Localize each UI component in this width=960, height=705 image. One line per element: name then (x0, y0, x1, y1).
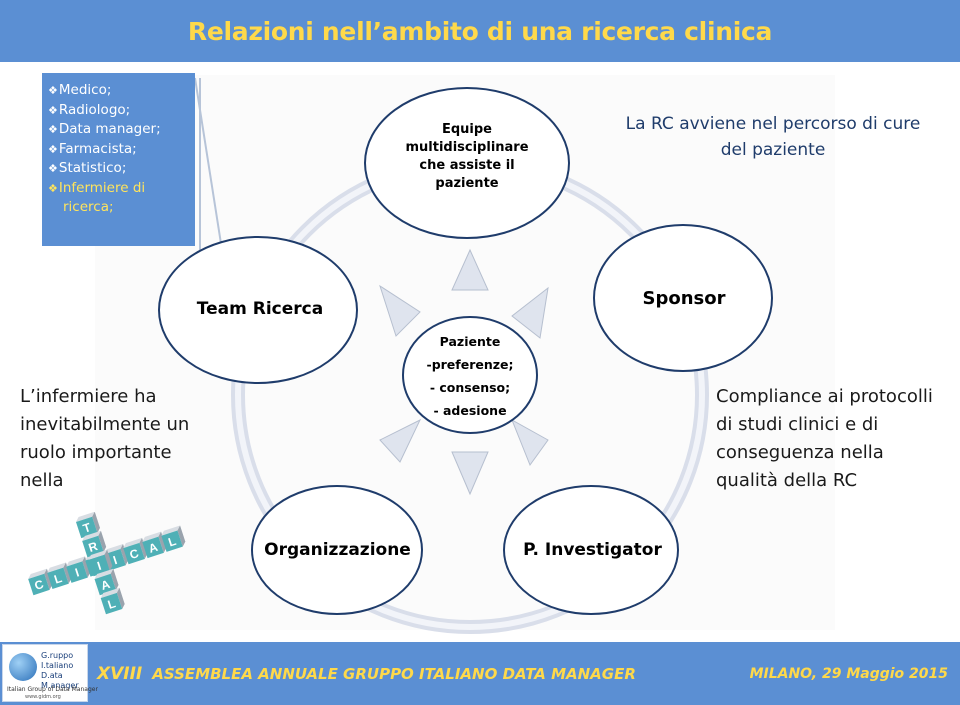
gidm-logo: G.ruppo I.taliano D.ata M.anager Italian… (2, 644, 98, 702)
logo-line: I.taliano (41, 661, 74, 670)
equipe-label-line: paziente (435, 176, 499, 191)
sponsor-label: Sponsor (642, 288, 726, 309)
footer-bar: G.ruppo I.taliano D.ata M.anager Italian… (0, 642, 960, 705)
event-place-date: MILANO, 29 Maggio 2015 (749, 666, 948, 682)
organizzazione-label: Organizzazione (264, 540, 411, 560)
letter-cube: L (47, 562, 72, 590)
equipe-label-line: Equipe (441, 122, 493, 137)
note-line: L’infermiere ha (20, 386, 157, 407)
note-line: La RC avviene nel percorso di cure (625, 114, 921, 134)
trial-letter: I (95, 559, 103, 573)
investigator-label: P. Investigator (523, 540, 662, 560)
node-paziente (402, 316, 538, 434)
letter-cube: L (161, 525, 186, 552)
clinical-letter: I (111, 553, 119, 567)
role-item: Medico; (48, 81, 189, 101)
role-item: Radiologo; (48, 101, 189, 121)
top-right-note: La RC avviene nel percorso di cure del p… (598, 111, 948, 163)
arrow-triangle-bottom (451, 451, 489, 496)
clinical-letter: I (73, 565, 81, 579)
paziente-label-line: Paziente (439, 334, 501, 349)
logo-line: D.ata (41, 671, 63, 680)
trial-letter: T (81, 520, 93, 536)
letter-cube: I (66, 556, 91, 583)
event-title: XVIII ASSEMBLEA ANNUALE GRUPPO ITALIANO D… (97, 664, 636, 684)
note-line: ruolo importante (20, 442, 172, 463)
arrow-triangle-upper-left (379, 284, 421, 337)
node-investigator (503, 485, 679, 615)
arrow-triangle-lower-right (511, 418, 549, 467)
team-ricerca-label: Team Ricerca (196, 299, 324, 319)
role-highlight-line2: ricerca; (63, 199, 114, 215)
paziente-label-line: -preferenze; (426, 357, 514, 372)
paziente-label-line: - adesione (433, 403, 507, 418)
role-highlight-line1: Infermiere di (58, 179, 146, 196)
arrow-triangle-upper-right (511, 286, 549, 339)
arrow-triangle-lower-left (379, 418, 422, 463)
note-line: del paziente (720, 140, 826, 160)
event-number: XVIII (97, 664, 143, 684)
logo-lines: G.ruppo I.taliano D.ata M.anager (41, 651, 79, 691)
node-equipe (364, 87, 570, 239)
role-item: Statistico; (48, 159, 189, 179)
clinical-letter: L (52, 571, 63, 587)
logo-line: G.ruppo (41, 651, 74, 660)
role-item: Data manager; (48, 120, 189, 140)
note-line: Compliance ai protocolli (716, 386, 933, 407)
logo-subtitle: Italian Group of Data Manager (7, 686, 98, 693)
paziente-label-line: - consenso; (429, 380, 511, 395)
note-line: qualità della RC (716, 470, 858, 491)
letter-cube: I (88, 549, 113, 577)
arrow-triangle-top (451, 248, 489, 291)
left-note: L’infermiere ha inevitabilmente un ruolo… (20, 383, 189, 495)
trial-letter: L (106, 596, 117, 612)
event-text: ASSEMBLEA ANNUALE GRUPPO ITALIANO DATA M… (152, 665, 636, 683)
roles-box: Medico; Radiologo; Data manager; Farmaci… (42, 73, 195, 246)
equipe-label-line: multidisciplinare (405, 140, 529, 155)
logo-web: www.gidm.org (25, 694, 61, 700)
globe-icon (9, 653, 37, 681)
letter-cube: C (28, 568, 53, 596)
letter-cube: T (76, 512, 100, 539)
role-item-highlight: Infermiere di ricerca; (48, 179, 189, 217)
node-sponsor (593, 224, 773, 372)
note-line: nella (20, 470, 64, 491)
node-organizzazione (251, 485, 423, 615)
clinical-letter: L (167, 534, 178, 550)
letter-cube: R (82, 530, 107, 558)
node-team-ricerca (158, 236, 358, 384)
note-line: conseguenza nella (716, 442, 884, 463)
equipe-label-line: che assiste il (419, 158, 515, 173)
note-line: di studi clinici e di (716, 414, 879, 435)
equipe-label: Equipe multidisciplinare che assiste il … (387, 121, 547, 193)
title-bar: Relazioni nell’ambito di una ricerca cli… (0, 0, 960, 62)
letter-cube: A (142, 531, 167, 559)
right-note: Compliance ai protocolli di studi clinic… (716, 383, 933, 495)
note-line: inevitabilmente un (20, 414, 190, 435)
letter-cube: C (123, 537, 148, 565)
role-item: Farmacista; (48, 140, 189, 160)
letter-cube: A (94, 568, 119, 596)
paziente-label: Paziente -preferenze; - consenso; - ades… (410, 330, 530, 422)
logo-line: M.anager (41, 681, 79, 690)
slide-title: Relazioni nell’ambito di una ricerca cli… (187, 16, 773, 46)
letter-cube: L (100, 587, 125, 615)
